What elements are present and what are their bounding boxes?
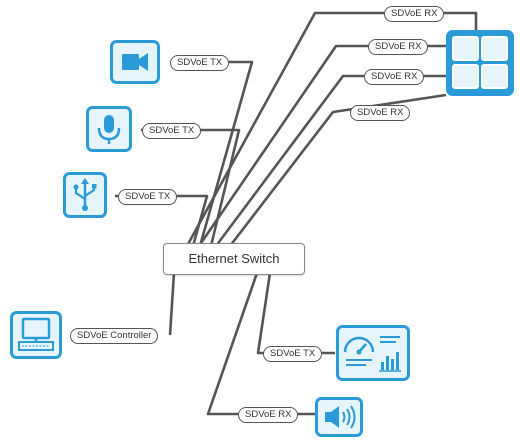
tag-sdvoe-rx-3: SDVoE RX [364,69,425,85]
tag-sdvoe-rx-2: SDVoE RX [368,39,429,55]
dashboard-icon [336,325,410,381]
tag-sdvoe-tx-mic: SDVoE TX [142,123,202,139]
tag-sdvoe-tx-dashboard: SDVoE TX [263,346,323,362]
line-tx-dashboard [256,272,335,355]
tag-sdvoe-rx-4: SDVoE RX [350,105,411,121]
tag-sdvoe-rx-1: SDVoE RX [384,6,445,22]
tag-sdvoe-rx-speaker: SDVoE RX [238,407,299,423]
line-rx-speaker [206,272,316,416]
tag-sdvoe-tx-usb: SDVoE TX [118,189,178,205]
tag-sdvoe-tx-camera: SDVoE TX [170,55,230,71]
computer-icon [10,311,62,359]
ethernet-switch: Ethernet Switch [163,243,305,275]
speaker-icon [315,397,363,437]
microphone-icon [86,106,132,152]
line-tx-camera [179,60,254,247]
line-controller [168,272,176,336]
video-wall-icon [446,30,514,96]
usb-icon [63,172,107,218]
line-tx-mic [141,128,241,247]
video-camera-icon [110,40,160,84]
tag-sdvoe-controller: SDVoE Controller [70,328,159,344]
line-rx-4 [228,93,447,247]
